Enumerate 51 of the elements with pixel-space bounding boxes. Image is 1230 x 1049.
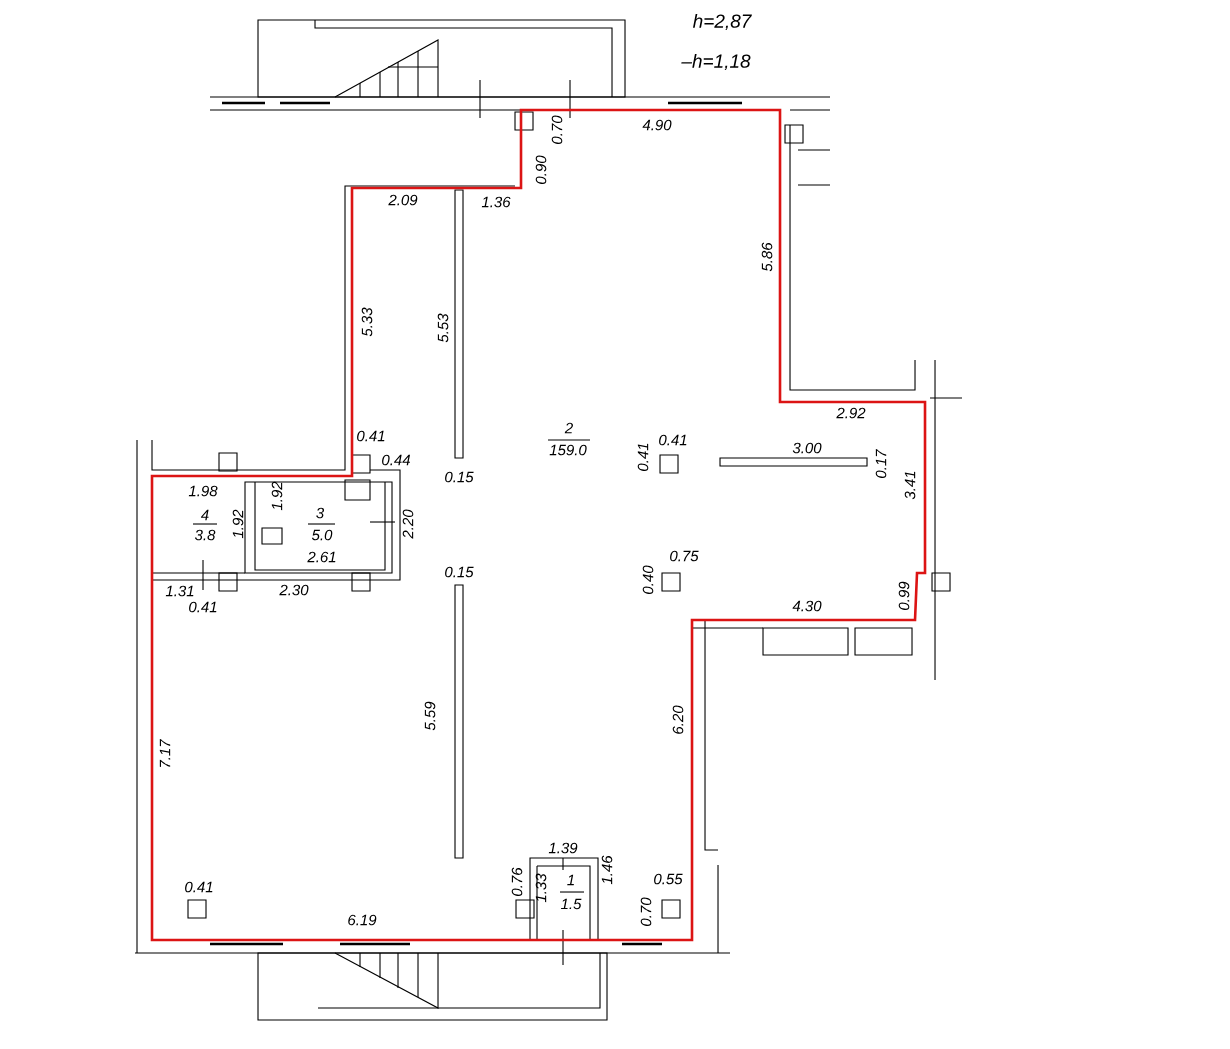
room-area: 1.5 xyxy=(561,898,582,910)
dimension-label: 6.20 xyxy=(672,705,684,734)
dimension-label: 2.09 xyxy=(388,194,418,206)
room-area: 159.0 xyxy=(549,444,587,456)
room-number: 2 xyxy=(564,422,573,434)
dimension-label: 2.92 xyxy=(836,407,866,419)
dimension-label: 0.75 xyxy=(670,550,699,562)
dimension-label: 1.39 xyxy=(548,842,578,854)
dimension-label: 4.30 xyxy=(792,600,822,612)
dimension-label: 5.86 xyxy=(761,242,773,272)
dimension-label: 0.41 xyxy=(357,430,385,442)
height-note: h=2,87 xyxy=(693,13,752,31)
room-number: 4 xyxy=(200,509,209,521)
dimension-label: 2.61 xyxy=(307,551,336,563)
dimension-label: 0.90 xyxy=(535,155,547,184)
dimension-label: 2.30 xyxy=(279,584,309,596)
dimension-label: 0.99 xyxy=(898,581,910,610)
dimension-label: 2.20 xyxy=(402,509,414,539)
dimension-label: 0.70 xyxy=(551,115,563,144)
dimension-label: 0.44 xyxy=(382,454,411,466)
dimension-label: 1.98 xyxy=(188,485,218,497)
dimension-label: 1.31 xyxy=(165,585,194,597)
dimension-label: 5.53 xyxy=(437,313,449,343)
dimension-label: 5.59 xyxy=(424,701,436,731)
dimension-label: 1.92 xyxy=(271,481,283,511)
dimension-label: 3.00 xyxy=(792,442,822,454)
dimension-label: 7.17 xyxy=(159,738,171,768)
dimension-label: 4.90 xyxy=(642,119,672,131)
dimension-label: 0.76 xyxy=(511,867,523,896)
dimension-label: 6.19 xyxy=(348,914,377,926)
room-area: 5.0 xyxy=(311,529,333,541)
dimension-label: 0.55 xyxy=(654,873,683,885)
dimension-label: 5.33 xyxy=(361,307,373,337)
dimension-label: 1.46 xyxy=(601,855,613,885)
dimension-label: 0.15 xyxy=(445,471,474,483)
dimension-label: 1.92 xyxy=(232,509,244,539)
dimension-label: 0.41 xyxy=(189,601,217,613)
room-number: 1 xyxy=(567,874,574,886)
dimension-label: 3.41 xyxy=(904,471,916,500)
dimension-label: 0.41 xyxy=(185,881,213,893)
dimension-label: 0.40 xyxy=(642,565,654,594)
dimension-label: 0.41 xyxy=(659,434,687,446)
dimension-label: 1.36 xyxy=(481,196,511,208)
dimension-label: 0.15 xyxy=(445,566,474,578)
room-area: 3.8 xyxy=(194,529,216,541)
dimension-label: 0.17 xyxy=(875,448,887,478)
height-note: –h=1,18 xyxy=(681,53,751,71)
dimension-label: 0.70 xyxy=(640,897,652,926)
room-number: 3 xyxy=(316,507,325,519)
dimension-label: 0.41 xyxy=(637,443,649,471)
dimension-label: 1.33 xyxy=(535,873,547,903)
